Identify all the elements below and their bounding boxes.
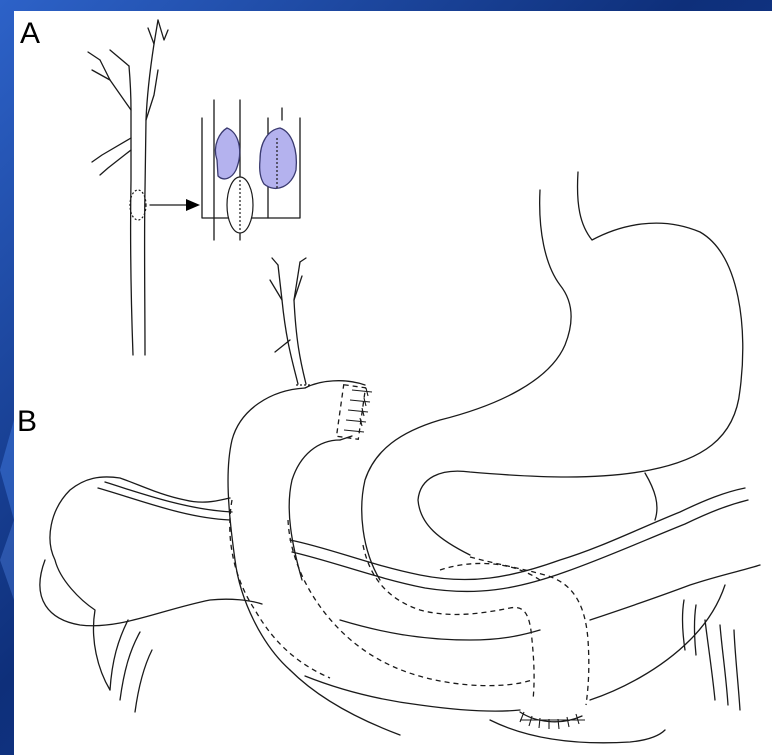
jejunal-loop bbox=[228, 381, 372, 670]
vessel-lumen-right bbox=[260, 128, 297, 188]
arrow bbox=[150, 199, 200, 211]
vessel-lumen-left bbox=[215, 128, 239, 179]
retrocolic-route bbox=[230, 500, 589, 705]
transverse-colon bbox=[40, 477, 760, 743]
vascular-pedicle bbox=[270, 258, 310, 385]
anastomosis-inset bbox=[202, 100, 300, 240]
vessel-tree bbox=[88, 20, 168, 355]
figure-panel: A B bbox=[14, 11, 772, 755]
gastrojejunal-anastomosis bbox=[520, 712, 585, 729]
surgical-diagram bbox=[14, 11, 772, 755]
stomach bbox=[362, 172, 743, 580]
